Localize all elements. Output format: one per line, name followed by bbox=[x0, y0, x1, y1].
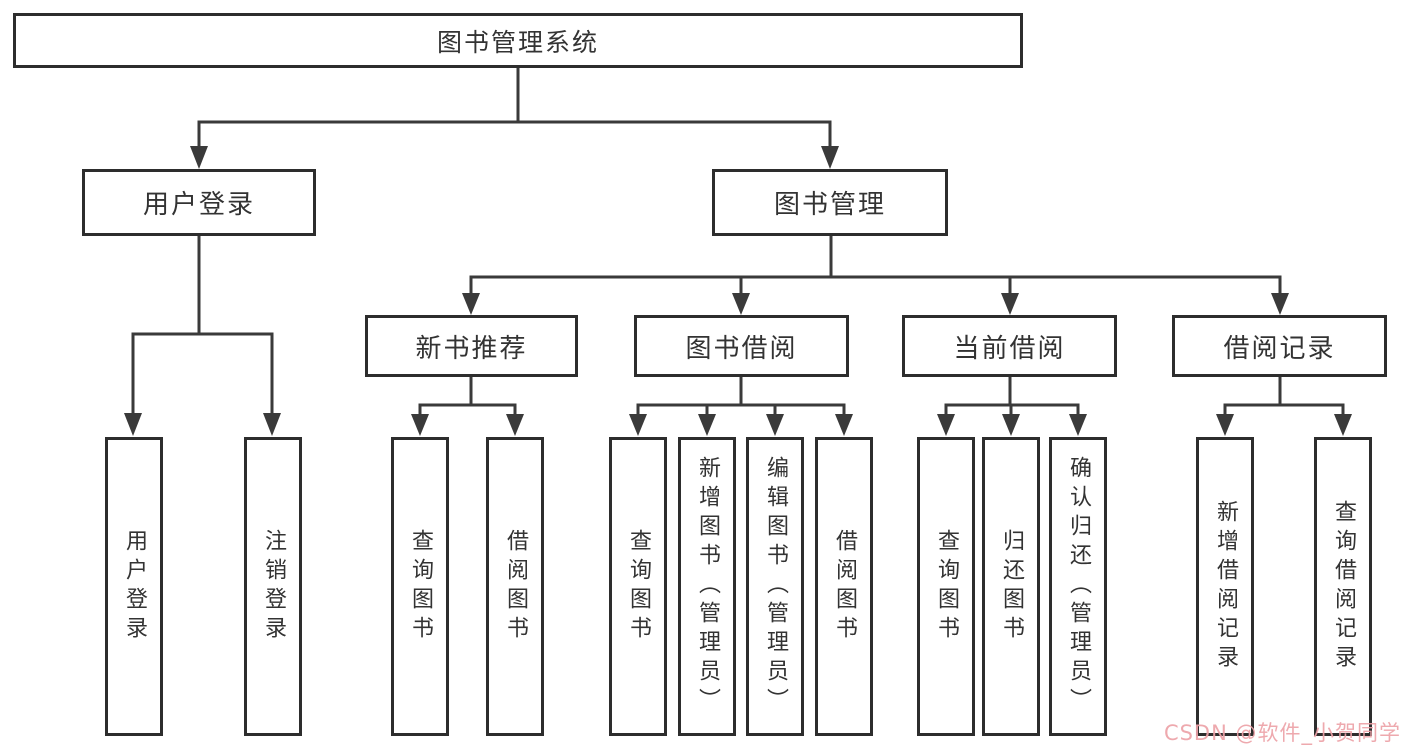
leaf-user-login: 用户登录 bbox=[105, 437, 163, 736]
leaf-bb-borrow-books: 借阅图书 bbox=[815, 437, 873, 736]
leaf-cb-return-books: 归还图书 bbox=[982, 437, 1040, 736]
leaf-br-add-record: 新增借阅记录 bbox=[1196, 437, 1254, 736]
leaf-bb-add-books-admin: 新增图书（管理员） bbox=[678, 437, 736, 736]
node-new-book-recommend: 新书推荐 bbox=[365, 315, 578, 377]
leaf-br-query-record: 查询借阅记录 bbox=[1314, 437, 1372, 736]
leaf-nb-borrow-books: 借阅图书 bbox=[486, 437, 544, 736]
leaf-bb-edit-books-admin: 编辑图书（管理员） bbox=[746, 437, 804, 736]
node-library-management-system: 图书管理系统 bbox=[13, 13, 1023, 68]
leaf-nb-query-books: 查询图书 bbox=[391, 437, 449, 736]
watermark: CSDN @软件_小贺同学 bbox=[1163, 721, 1401, 745]
leaf-cb-query-books: 查询图书 bbox=[917, 437, 975, 736]
node-current-borrow: 当前借阅 bbox=[902, 315, 1117, 377]
leaf-bb-query-books: 查询图书 bbox=[609, 437, 667, 736]
arrowhead-icons bbox=[124, 146, 1352, 436]
node-book-management-branch: 图书管理 bbox=[712, 169, 948, 236]
leaf-logout: 注销登录 bbox=[244, 437, 302, 736]
node-user-login-branch: 用户登录 bbox=[82, 169, 316, 236]
node-borrow-records: 借阅记录 bbox=[1172, 315, 1387, 377]
leaf-cb-confirm-return-admin: 确认归还（管理员） bbox=[1049, 437, 1107, 736]
node-book-borrow: 图书借阅 bbox=[634, 315, 849, 377]
